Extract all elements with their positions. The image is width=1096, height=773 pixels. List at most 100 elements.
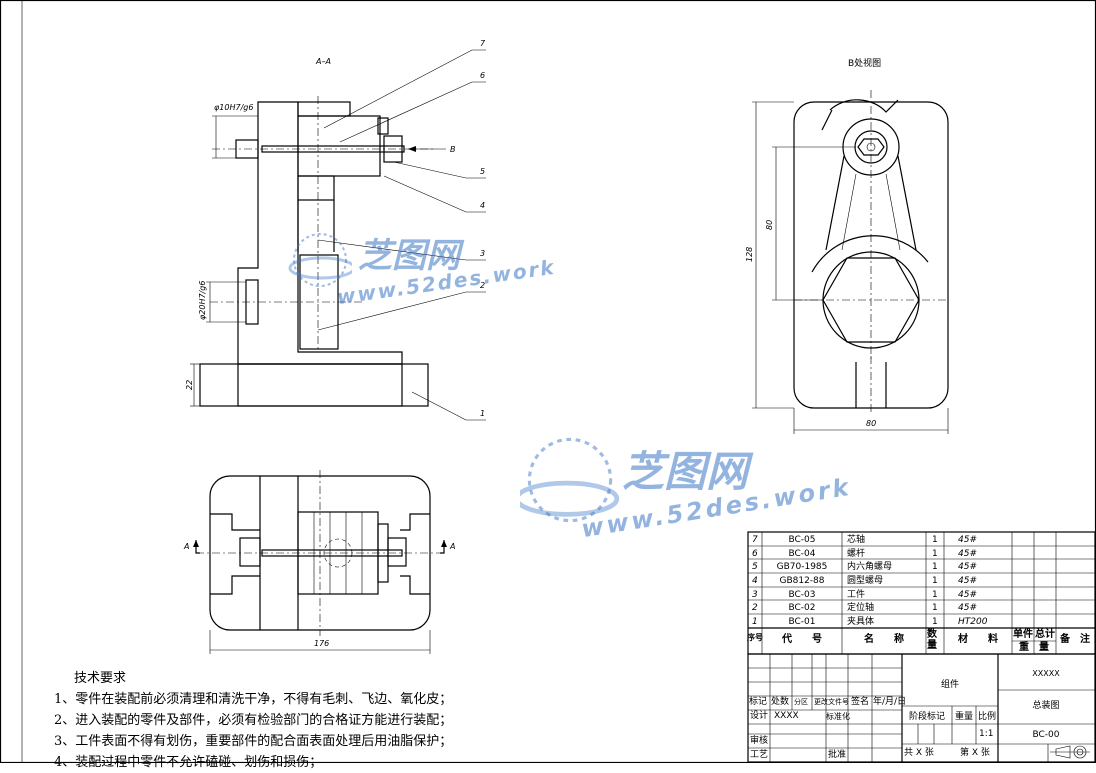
watermark-top: 芝图网 www.52des.work <box>288 228 588 328</box>
b-view-label: B处视图 <box>848 57 881 69</box>
watermark-name: 芝图网 <box>622 447 749 496</box>
parts-list-cell-qty: 1 <box>932 576 938 586</box>
tb-weight: 重量 <box>955 712 974 722</box>
parts-list-cell-name: 内六角螺母 <box>847 562 893 572</box>
tb-signature: 签名 <box>851 697 870 707</box>
parts-list-cell-name: 螺杆 <box>847 549 866 559</box>
tech-item: 2、进入装配的零件及部件，必须有检验部门的合格证方能进行装配； <box>54 713 453 728</box>
watermark-globe-icon <box>288 233 352 287</box>
tb-drawing-no: BC-00 <box>1032 730 1060 740</box>
tb-sheets-total: 共 X 张 <box>904 748 934 758</box>
watermark-name: 芝图网 <box>358 236 460 276</box>
parts-list-cell-qty: 1 <box>932 562 938 572</box>
balloon-5: 5 <box>480 167 485 176</box>
projection-symbol-icon <box>1050 745 1090 759</box>
b-view: B处视图 128 80 80 <box>745 57 949 434</box>
tech-title: 技术要求 <box>74 671 127 686</box>
tb-count: 处数 <box>771 697 790 707</box>
parts-list-cell-material: 45# <box>958 535 977 545</box>
cut-a-right: A <box>449 542 455 551</box>
parts-list-cell-code: GB812-88 <box>779 576 825 586</box>
technical-requirements: 技术要求 1、零件在装配前必须清理和清洗干净，不得有毛刺、飞边、氧化皮； 2、进… <box>54 668 452 773</box>
tb-design: 设计 <box>750 711 769 721</box>
col-header-material: 材 料 <box>958 634 998 645</box>
watermark-globe-icon <box>520 437 620 523</box>
top-view: A A 176 <box>183 470 455 654</box>
tb-scale: 比例 <box>978 712 997 722</box>
tech-item: 1、零件在装配前必须清理和清洗干净，不得有毛刺、飞边、氧化皮； <box>54 692 453 707</box>
dim-side-80-vertical: 80 <box>765 220 774 230</box>
parts-list-cell-qty: 1 <box>932 590 938 600</box>
tb-scale-value: 1:1 <box>979 729 994 739</box>
parts-list-cell-name: 定位轴 <box>847 603 875 613</box>
dim-fit-upper: φ10H7/g6 <box>214 103 253 112</box>
title-block-grid <box>747 653 1096 763</box>
tb-sheet-no: 第 X 张 <box>960 748 990 758</box>
parts-list-cell-qty: 1 <box>932 617 938 627</box>
balloon-4: 4 <box>480 201 485 210</box>
balloon-2: 2 <box>480 281 485 290</box>
dim-fit-lower: φ20H7/g6 <box>198 281 207 320</box>
tb-change-doc: 更改文件号 <box>814 698 849 706</box>
tb-review: 审核 <box>750 736 769 746</box>
tb-stage-mark: 阶段标记 <box>909 712 946 722</box>
dim-side-width: 80 <box>866 419 876 428</box>
parts-list-cell-name: 夹具体 <box>847 617 875 627</box>
arrow-b-label: B <box>450 145 456 154</box>
parts-list-cell-material: HT200 <box>958 617 988 627</box>
balloon-7: 7 <box>480 39 486 48</box>
col-header-unit-weight: 单件 <box>1013 629 1033 640</box>
parts-list-cell-no: 3 <box>752 590 758 600</box>
cut-a-left: A <box>183 542 189 551</box>
parts-list-cell-name: 工件 <box>847 590 866 600</box>
dim-top-width: 176 <box>314 639 329 648</box>
col-header-no: 序号 <box>747 633 763 642</box>
col-header-weight: 重 量 <box>1019 642 1049 653</box>
section-a-a-view: A–A φ10H7/g6 φ20H7/g6 22 <box>185 39 486 421</box>
balloon-3: 3 <box>480 249 485 258</box>
balloon-6: 6 <box>480 71 485 80</box>
tb-approve: 批准 <box>828 750 847 760</box>
parts-list-cell-no: 1 <box>752 617 758 627</box>
dim-side-total-height: 128 <box>745 247 754 262</box>
parts-list-cell-qty: 1 <box>932 535 938 545</box>
col-header-qty: 数量 <box>927 629 937 651</box>
parts-list-cell-code: BC-01 <box>788 617 816 627</box>
parts-list-cell-no: 6 <box>752 549 758 559</box>
parts-list-cell-material: 45# <box>958 549 977 559</box>
tb-date: 年/月/日 <box>873 697 907 707</box>
parts-list-cell-material: 45# <box>958 576 977 586</box>
col-header-code: 代 号 <box>782 634 822 645</box>
watermark-center: 芝图网 www.52des.work <box>510 430 870 560</box>
parts-list-cell-code: BC-03 <box>788 590 816 600</box>
parts-list-cell-no: 4 <box>752 576 758 586</box>
tb-drawing-title: 总装图 <box>1032 701 1060 711</box>
col-header-total-weight: 总计 <box>1035 629 1055 640</box>
parts-list-cell-no: 5 <box>752 562 758 572</box>
col-header-name: 名 称 <box>864 634 904 645</box>
parts-list-cell-name: 圆型螺母 <box>847 576 884 586</box>
parts-list-cell-material: 45# <box>958 562 977 572</box>
parts-list-cell-material: 45# <box>958 590 977 600</box>
parts-list-cell-no: 7 <box>752 535 758 545</box>
parts-list-grid <box>747 531 1096 655</box>
dim-base-height: 22 <box>185 380 194 390</box>
col-header-remark: 备 注 <box>1060 634 1090 645</box>
parts-list-cell-code: BC-05 <box>788 535 816 545</box>
parts-list-cell-code: GB70-1985 <box>776 562 828 572</box>
parts-list-cell-code: BC-04 <box>788 549 816 559</box>
tb-company: XXXXX <box>1032 669 1060 678</box>
parts-list-cell-no: 2 <box>752 603 758 613</box>
parts-list-cell-material: 45# <box>958 603 977 613</box>
parts-list-cell-qty: 1 <box>932 603 938 613</box>
tb-zone: 分区 <box>794 698 808 706</box>
tech-item: 3、工件表面不得有划伤，重要部件的配合面表面处理后用油脂保护； <box>54 734 453 749</box>
parts-list-cell-qty: 1 <box>932 549 938 559</box>
tb-process: 工艺 <box>750 750 769 760</box>
parts-list-cell-code: BC-02 <box>788 603 816 613</box>
balloon-1: 1 <box>480 409 485 418</box>
tb-designer: XXXX <box>774 711 799 721</box>
section-label: A–A <box>315 57 331 66</box>
tb-group: 组件 <box>940 680 960 690</box>
